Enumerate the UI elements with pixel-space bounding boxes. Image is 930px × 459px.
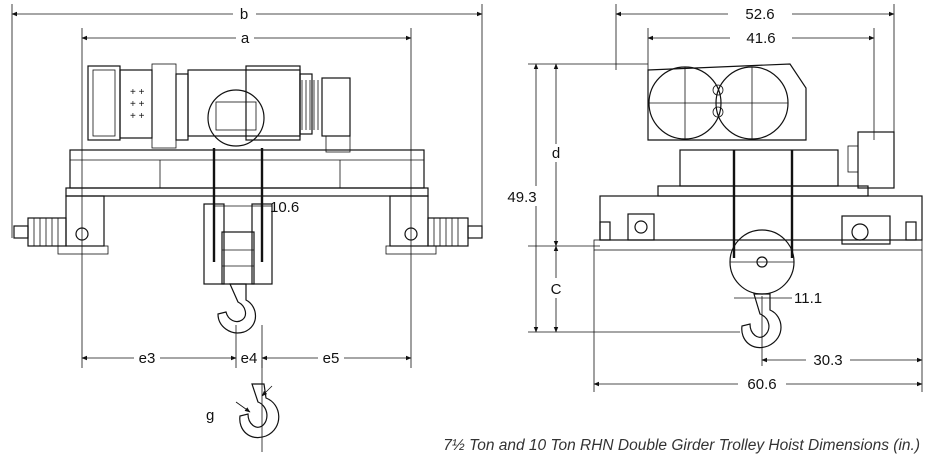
dimension-52-6: 52.6: [615, 6, 895, 23]
side-frame: [593, 149, 923, 251]
trolley-frame: [65, 149, 429, 197]
dim-d-label: d: [552, 145, 560, 162]
traverse-motor: [847, 131, 895, 189]
side-rope-and-block: [729, 150, 795, 349]
dim-g-label: g: [206, 407, 214, 424]
dimension-a: a: [81, 30, 412, 47]
dimension-b: b: [11, 6, 483, 23]
dimension-60-6: 60.6: [593, 376, 923, 393]
dimension-30-3: 30.3: [761, 352, 923, 369]
dim-b-label: b: [240, 6, 248, 23]
hoist-drums: [647, 63, 807, 141]
dimension-d: d: [552, 63, 560, 247]
dim-41-6-label: 41.6: [746, 30, 775, 47]
svg-text:+ +: + +: [130, 111, 145, 122]
svg-text:+ +: + +: [130, 99, 145, 110]
figure-caption: 7½ Ton and 10 Ton RHN Double Girder Trol…: [443, 437, 920, 454]
dim-49-3-label: 49.3: [507, 189, 536, 206]
dimension-49-3: 49.3: [507, 63, 539, 333]
dim-e3-label: e3: [139, 350, 156, 367]
dimension-e-row: e3 e4 e5: [81, 350, 412, 367]
right-end-truck: [385, 195, 483, 255]
hook-detail: g: [206, 383, 280, 439]
rope-and-block: [203, 148, 273, 334]
dim-11-1-label: 11.1: [794, 290, 822, 307]
dimension-c: C: [551, 245, 562, 333]
dimension-41-6: 41.6: [647, 30, 875, 47]
front-view: b a: [11, 4, 483, 452]
dimension-rope-spacing: 10.6: [214, 199, 299, 216]
left-end-truck: [13, 195, 109, 255]
side-view: 52.6 41.6 49.3 d C: [507, 4, 923, 393]
dim-a-label: a: [241, 30, 250, 47]
dim-c-label: C: [551, 281, 562, 298]
dim-30-3-label: 30.3: [813, 352, 842, 369]
dim-e4-label: e4: [241, 350, 258, 367]
dim-60-6-label: 60.6: [747, 376, 776, 393]
dim-52-6-label: 52.6: [745, 6, 774, 23]
dim-10-6-label: 10.6: [270, 199, 299, 216]
hoist-motor-assembly: + + + + + +: [87, 63, 351, 153]
svg-text:+ +: + +: [130, 87, 145, 98]
dim-e5-label: e5: [323, 350, 340, 367]
dimension-11-1: 11.1: [734, 290, 822, 307]
